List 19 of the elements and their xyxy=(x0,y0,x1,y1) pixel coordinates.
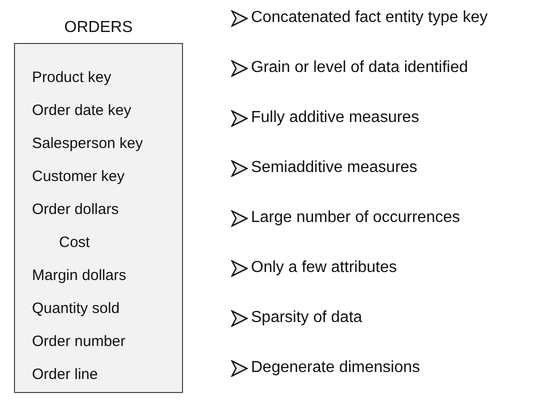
attribute-text: Salesperson key xyxy=(32,135,143,153)
attribute-text: Product key xyxy=(32,69,112,87)
characteristic-text: Large number of occurrences xyxy=(251,208,460,228)
characteristic-text: Concatenated fact entity type key xyxy=(251,8,488,28)
characteristic-text: Degenerate dimensions xyxy=(251,358,420,378)
attribute-text: Order number xyxy=(32,333,126,351)
table-title: ORDERS xyxy=(63,18,134,38)
characteristic-text: Semiadditive measures xyxy=(251,158,418,178)
attribute-text: Order date key xyxy=(32,102,132,120)
characteristic-text: Fully additive measures xyxy=(251,108,420,128)
characteristic-text: Sparsity of data xyxy=(251,308,362,328)
attribute-text: Quantity sold xyxy=(32,300,120,318)
attribute-text: Order dollars xyxy=(32,201,119,219)
attribute-text: Margin dollars xyxy=(32,267,126,285)
attribute-text: Order line xyxy=(32,366,98,384)
characteristic-text: Only a few attributes xyxy=(251,258,397,278)
attribute-text: Cost xyxy=(59,234,90,252)
characteristic-text: Grain or level of data identified xyxy=(251,58,468,78)
attribute-text: Customer key xyxy=(32,168,125,186)
